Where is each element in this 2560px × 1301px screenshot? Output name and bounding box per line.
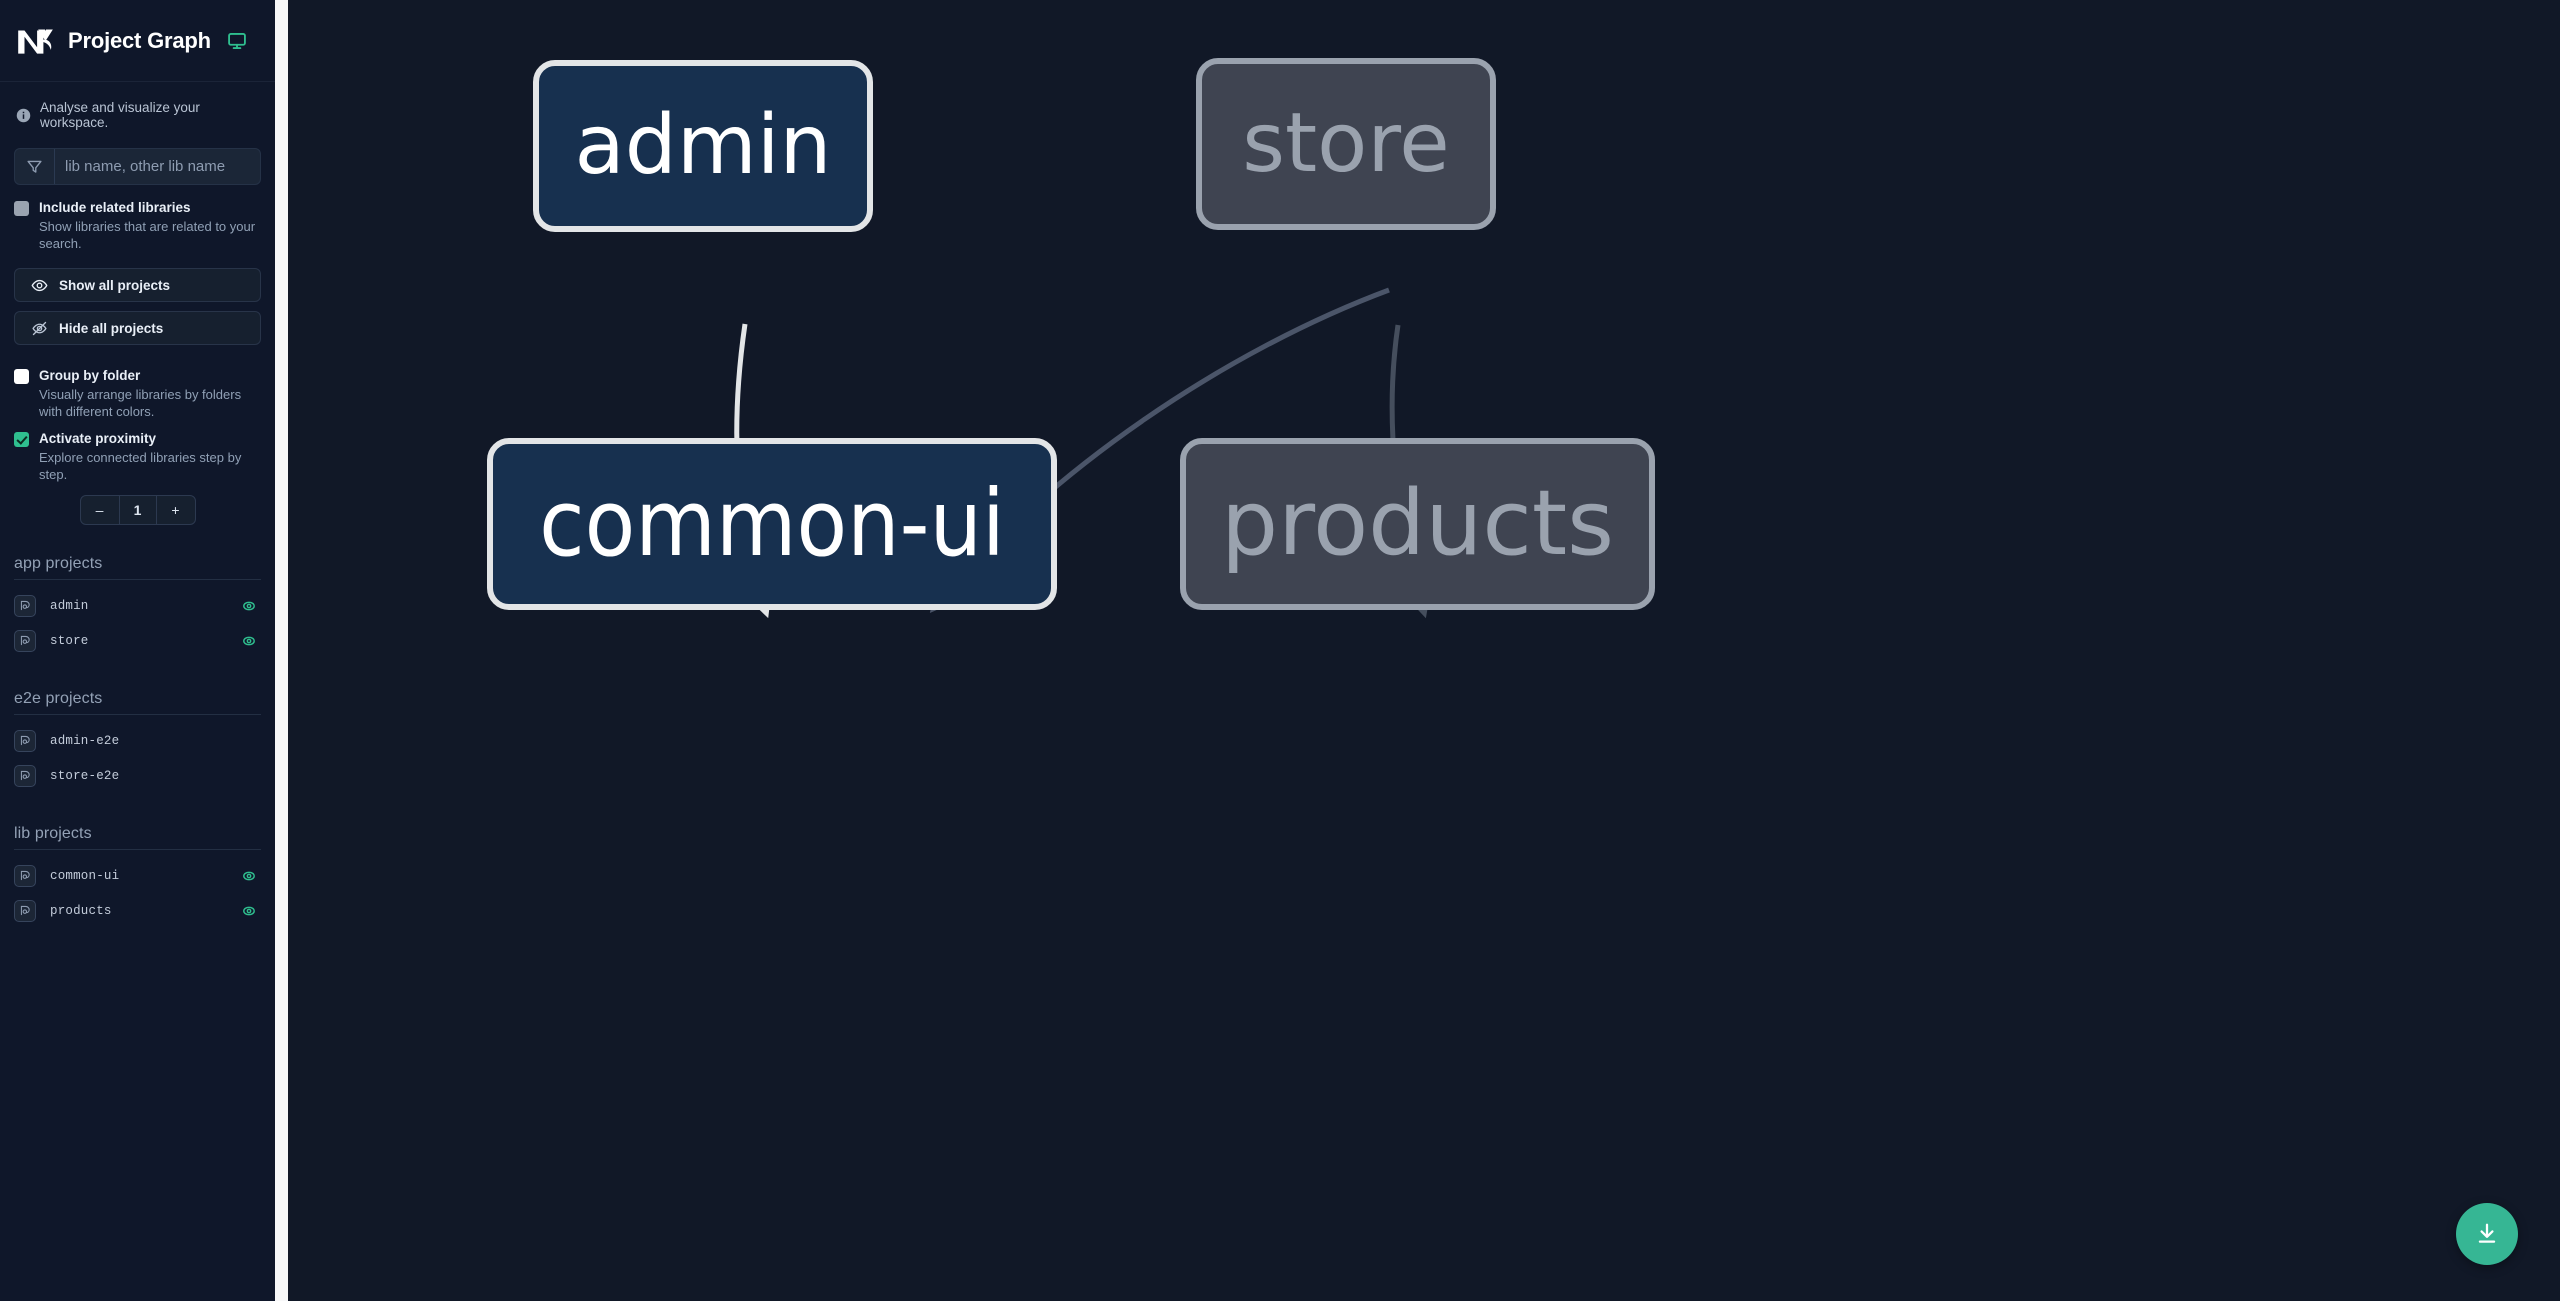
activate-proximity-checkbox[interactable] [14, 432, 29, 447]
project-lists: app projects admin [0, 555, 275, 928]
proximity-value: 1 [118, 496, 157, 524]
eye-on-icon[interactable] [241, 598, 257, 614]
graph-node-common-ui[interactable]: common-ui [487, 438, 1057, 610]
eye-icon [31, 279, 48, 291]
include-related-libraries-checkbox[interactable] [14, 201, 29, 216]
show-all-projects-label: Show all projects [59, 277, 171, 293]
project-list-item-admin[interactable]: admin [14, 588, 261, 623]
graph-node-products[interactable]: products [1180, 438, 1655, 610]
group-title-app-projects: app projects [14, 555, 261, 580]
group-by-folder-description: Visually arrange libraries by folders wi… [39, 387, 242, 419]
graph-node-store[interactable]: store [1196, 58, 1496, 230]
option-group-by-folder: Group by folder Visually arrange librari… [0, 345, 275, 420]
nx-logo-icon [14, 20, 56, 62]
search-input[interactable] [55, 149, 260, 184]
sidebar-scrollbar[interactable] [275, 0, 288, 1301]
project-icon [14, 764, 36, 787]
info-icon [16, 108, 31, 123]
graph-node-admin-label: admin [574, 98, 832, 193]
search-box[interactable] [14, 148, 261, 185]
group-title-lib-projects: lib projects [14, 825, 261, 850]
graph-node-store-label: store [1242, 96, 1450, 191]
project-icon [14, 594, 36, 617]
download-image-button[interactable] [2456, 1203, 2518, 1265]
project-list-item-products[interactable]: products [14, 893, 261, 928]
include-related-libraries-label: Include related libraries [39, 200, 191, 215]
project-icon [14, 729, 36, 752]
eye-on-icon[interactable] [241, 868, 257, 884]
eye-on-icon[interactable] [241, 633, 257, 649]
monitor-icon[interactable] [223, 31, 247, 51]
visibility-button-group: Show all projects Hide all projects [0, 252, 275, 345]
hide-all-projects-button[interactable]: Hide all projects [14, 311, 261, 345]
eye-on-icon[interactable] [241, 903, 257, 919]
proximity-stepper: – 1 + [14, 495, 261, 525]
option-activate-proximity: Activate proximity Explore connected lib… [0, 420, 275, 525]
project-name: products [50, 903, 112, 918]
project-list-item-store-e2e[interactable]: store-e2e [14, 758, 261, 793]
sidebar-tagline-text: Analyse and visualize your workspace. [40, 100, 200, 130]
option-include-related-libraries: Include related libraries Show libraries… [0, 185, 275, 252]
eye-off-icon [32, 321, 47, 335]
project-name: admin-e2e [50, 733, 120, 748]
group-by-folder-checkbox[interactable] [14, 369, 29, 384]
group-title-e2e-projects: e2e projects [14, 690, 261, 715]
search-container [0, 144, 275, 185]
graph-node-products-label: products [1220, 471, 1615, 576]
activate-proximity-label: Activate proximity [39, 431, 157, 446]
project-name: store-e2e [50, 768, 120, 783]
project-icon [14, 629, 36, 652]
filter-funnel-icon[interactable] [15, 149, 55, 184]
sidebar: Project Graph Analyse and visualize your… [0, 0, 275, 1301]
project-list-item-store[interactable]: store [14, 623, 261, 658]
sidebar-header: Project Graph [0, 0, 275, 82]
graph-canvas[interactable]: admin store common-ui products [288, 0, 2560, 1301]
show-all-projects-button[interactable]: Show all projects [14, 268, 261, 302]
proximity-increment-button[interactable]: + [171, 502, 180, 518]
project-name: common-ui [50, 868, 120, 883]
include-related-libraries-description: Show libraries that are related to your … [39, 219, 256, 251]
page-title: Project Graph [68, 27, 211, 53]
project-name: store [50, 633, 89, 648]
project-list-item-admin-e2e[interactable]: admin-e2e [14, 723, 261, 758]
project-icon [14, 899, 36, 922]
project-list-item-common-ui[interactable]: common-ui [14, 858, 261, 893]
sidebar-tagline: Analyse and visualize your workspace. [0, 82, 275, 144]
project-name: admin [50, 598, 89, 613]
download-icon [2478, 1223, 2496, 1243]
project-icon [14, 864, 36, 887]
hide-all-projects-label: Hide all projects [59, 320, 164, 336]
proximity-decrement-button[interactable]: – [95, 502, 104, 518]
graph-node-common-ui-label: common-ui [539, 470, 1005, 577]
graph-node-admin[interactable]: admin [533, 60, 873, 232]
group-by-folder-label: Group by folder [39, 368, 141, 383]
activate-proximity-description: Explore connected libraries step by step… [39, 450, 242, 482]
